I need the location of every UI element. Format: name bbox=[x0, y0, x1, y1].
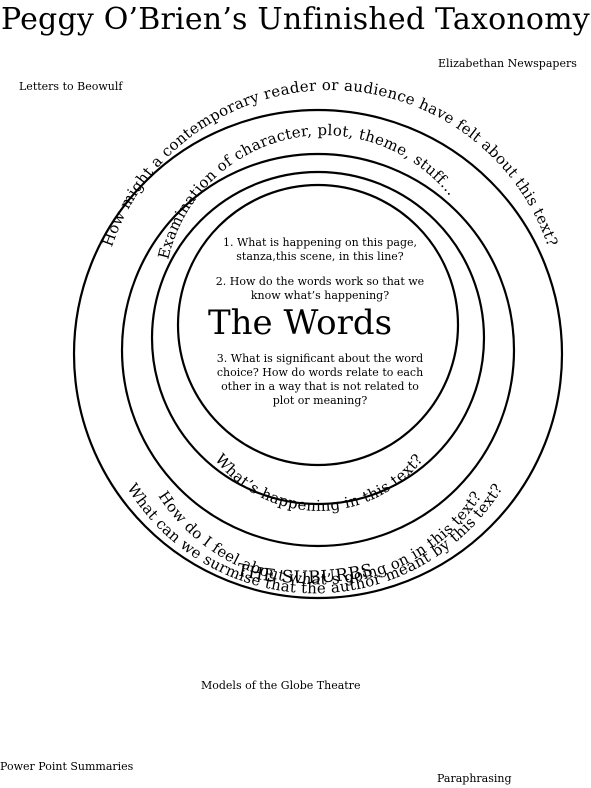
label-elizabethan-newspapers: Elizabethan Newspapers bbox=[438, 57, 577, 70]
second-inner-ring bbox=[150, 170, 486, 506]
center-question-1: 1. What is happening on this page, stanz… bbox=[223, 236, 417, 263]
middle-ring bbox=[120, 152, 516, 548]
center-title: The Words bbox=[207, 303, 393, 343]
label-models-of-globe-theatre: Models of the Globe Theatre bbox=[201, 679, 361, 692]
center-question-2: 2. How do the words work so that we know… bbox=[215, 275, 425, 302]
outer-ring bbox=[72, 108, 564, 600]
ring-text-suburbs: THE SUBURBS bbox=[235, 560, 375, 588]
label-power-point-summaries: Power Point Summaries bbox=[0, 760, 134, 773]
page-title: Peggy O’Brien’s Unfinished Taxonomy bbox=[1, 2, 590, 37]
inner-ring bbox=[176, 183, 460, 467]
label-letters-to-beowulf: Letters to Beowulf bbox=[19, 80, 123, 93]
center-question-3: 3. What is significant about the word ch… bbox=[216, 352, 424, 407]
label-paraphrasing: Paraphrasing bbox=[437, 772, 512, 785]
ring-text-inner-bottom: What’s happening in this text? bbox=[211, 450, 426, 515]
